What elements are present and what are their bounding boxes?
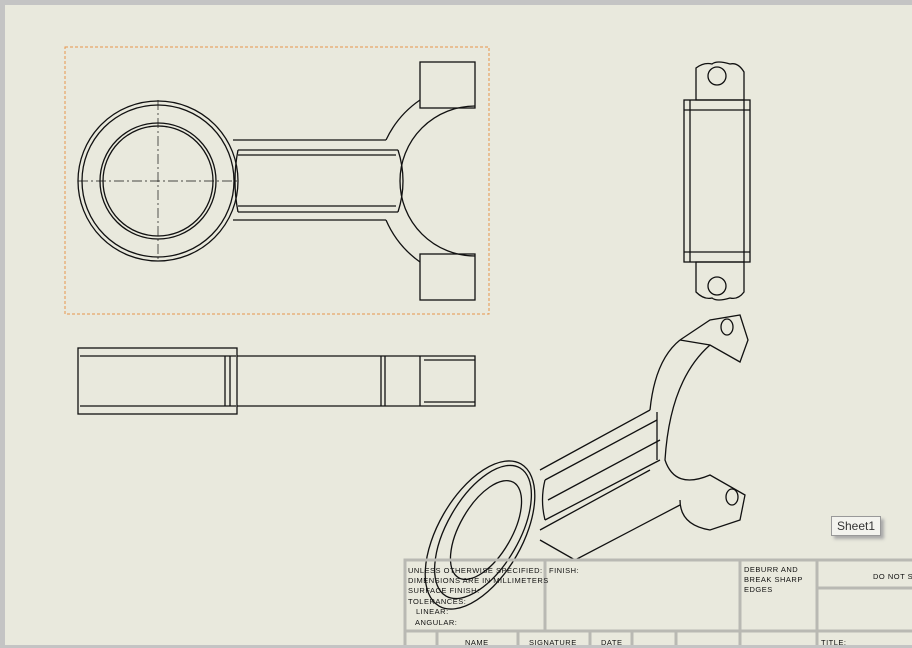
tolerances-label: TOLERANCES: xyxy=(408,597,467,606)
signature-header: SIGNATURE xyxy=(529,638,577,647)
side-view[interactable] xyxy=(683,61,751,301)
title-label: TITLE: xyxy=(821,638,847,647)
unless-specified-label: UNLESS OTHERWISE SPECIFIED: xyxy=(408,566,543,575)
drawing-sheet[interactable] xyxy=(5,5,912,645)
angular-label: ANGULAR: xyxy=(415,618,458,627)
view-selection-box[interactable] xyxy=(64,46,490,315)
dimensions-label: DIMENSIONS ARE IN MILLIMETERS xyxy=(408,576,549,585)
name-header: NAME xyxy=(465,638,489,647)
isometric-view[interactable] xyxy=(403,314,749,627)
date-header: DATE xyxy=(601,638,623,647)
top-view[interactable] xyxy=(77,347,476,415)
title-block-grid xyxy=(403,558,912,645)
sheet-tab-tooltip[interactable]: Sheet1 xyxy=(831,516,882,536)
deburr-label: DEBURR AND BREAK SHARP EDGES xyxy=(744,565,803,594)
do-not-scale-label: DO NOT S xyxy=(873,572,912,581)
linear-label: LINEAR: xyxy=(416,607,449,616)
finish-label: FINISH: xyxy=(549,566,580,575)
surface-finish-label: SURFACE FINISH: xyxy=(408,586,480,595)
front-view[interactable] xyxy=(77,61,476,301)
